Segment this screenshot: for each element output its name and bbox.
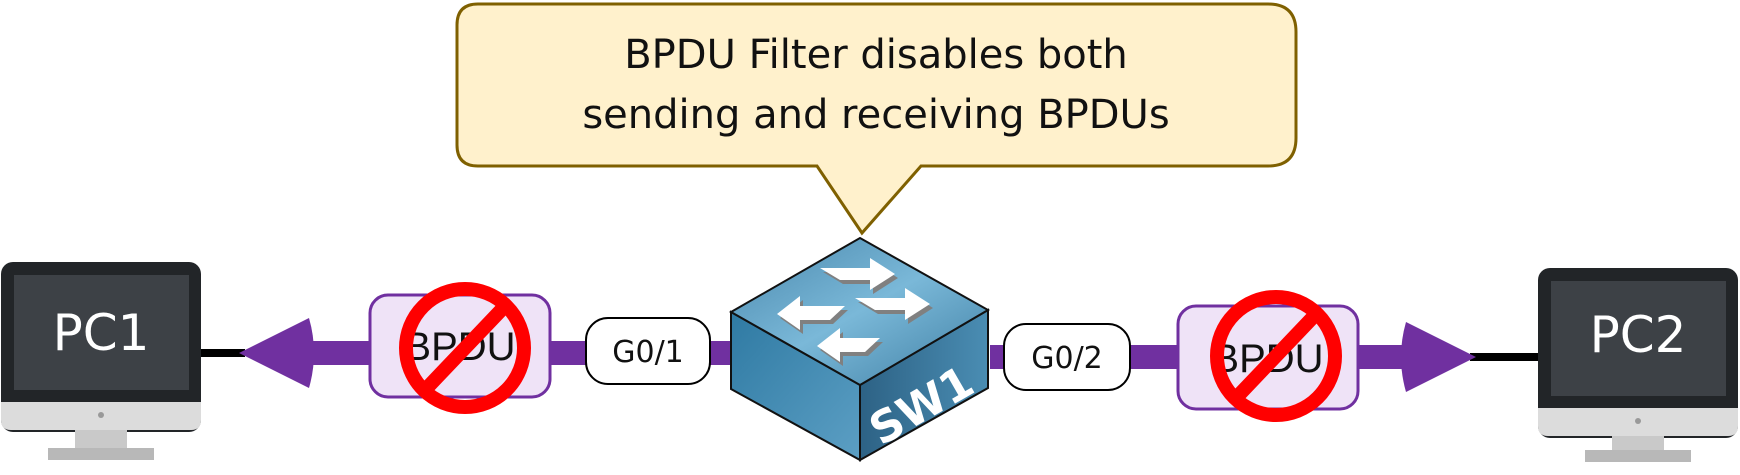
pc1-base: [48, 448, 154, 460]
bpdu-left: BPDU: [368, 282, 552, 414]
pc2-power-led: [1635, 418, 1641, 424]
pc1-label: PC1: [53, 304, 150, 362]
pc1-screen: [14, 275, 189, 390]
switch-sw1[interactable]: SW1: [728, 236, 991, 462]
port-g0-2-pill: [1003, 323, 1131, 391]
pc2-screen: [1551, 281, 1726, 396]
pc2-stand: [1612, 436, 1664, 450]
pc2-base: [1585, 450, 1691, 462]
callout: BPDU Filter disables both sending and re…: [455, 2, 1298, 236]
pc1-stand: [75, 430, 127, 448]
prohibited-icon: [399, 282, 531, 414]
arrow-to-pc1-icon: [239, 318, 314, 388]
switching-arrows-icon: [777, 258, 933, 366]
prohibited-icon: [1210, 290, 1342, 422]
port-g0-1-label: G0/1: [612, 335, 684, 370]
arrow-to-pc2-icon: [1401, 322, 1476, 392]
pc1[interactable]: PC1: [1, 262, 201, 460]
port-g0-1[interactable]: G0/1: [585, 317, 711, 385]
pc1-power-led: [98, 412, 104, 418]
port-g0-2-label: G0/2: [1031, 341, 1103, 376]
bpdu-right: BPDU: [1176, 290, 1360, 422]
port-g0-2[interactable]: G0/2: [1003, 323, 1131, 391]
callout-line-2: sending and receiving BPDUs: [582, 92, 1169, 138]
switch-top-face: [728, 236, 991, 387]
pc2[interactable]: PC2: [1538, 268, 1738, 462]
callout-line-1: BPDU Filter disables both: [624, 32, 1128, 78]
callout-bubble: [455, 2, 1298, 236]
port-g0-1-pill: [585, 317, 711, 385]
pc2-label: PC2: [1590, 306, 1687, 364]
